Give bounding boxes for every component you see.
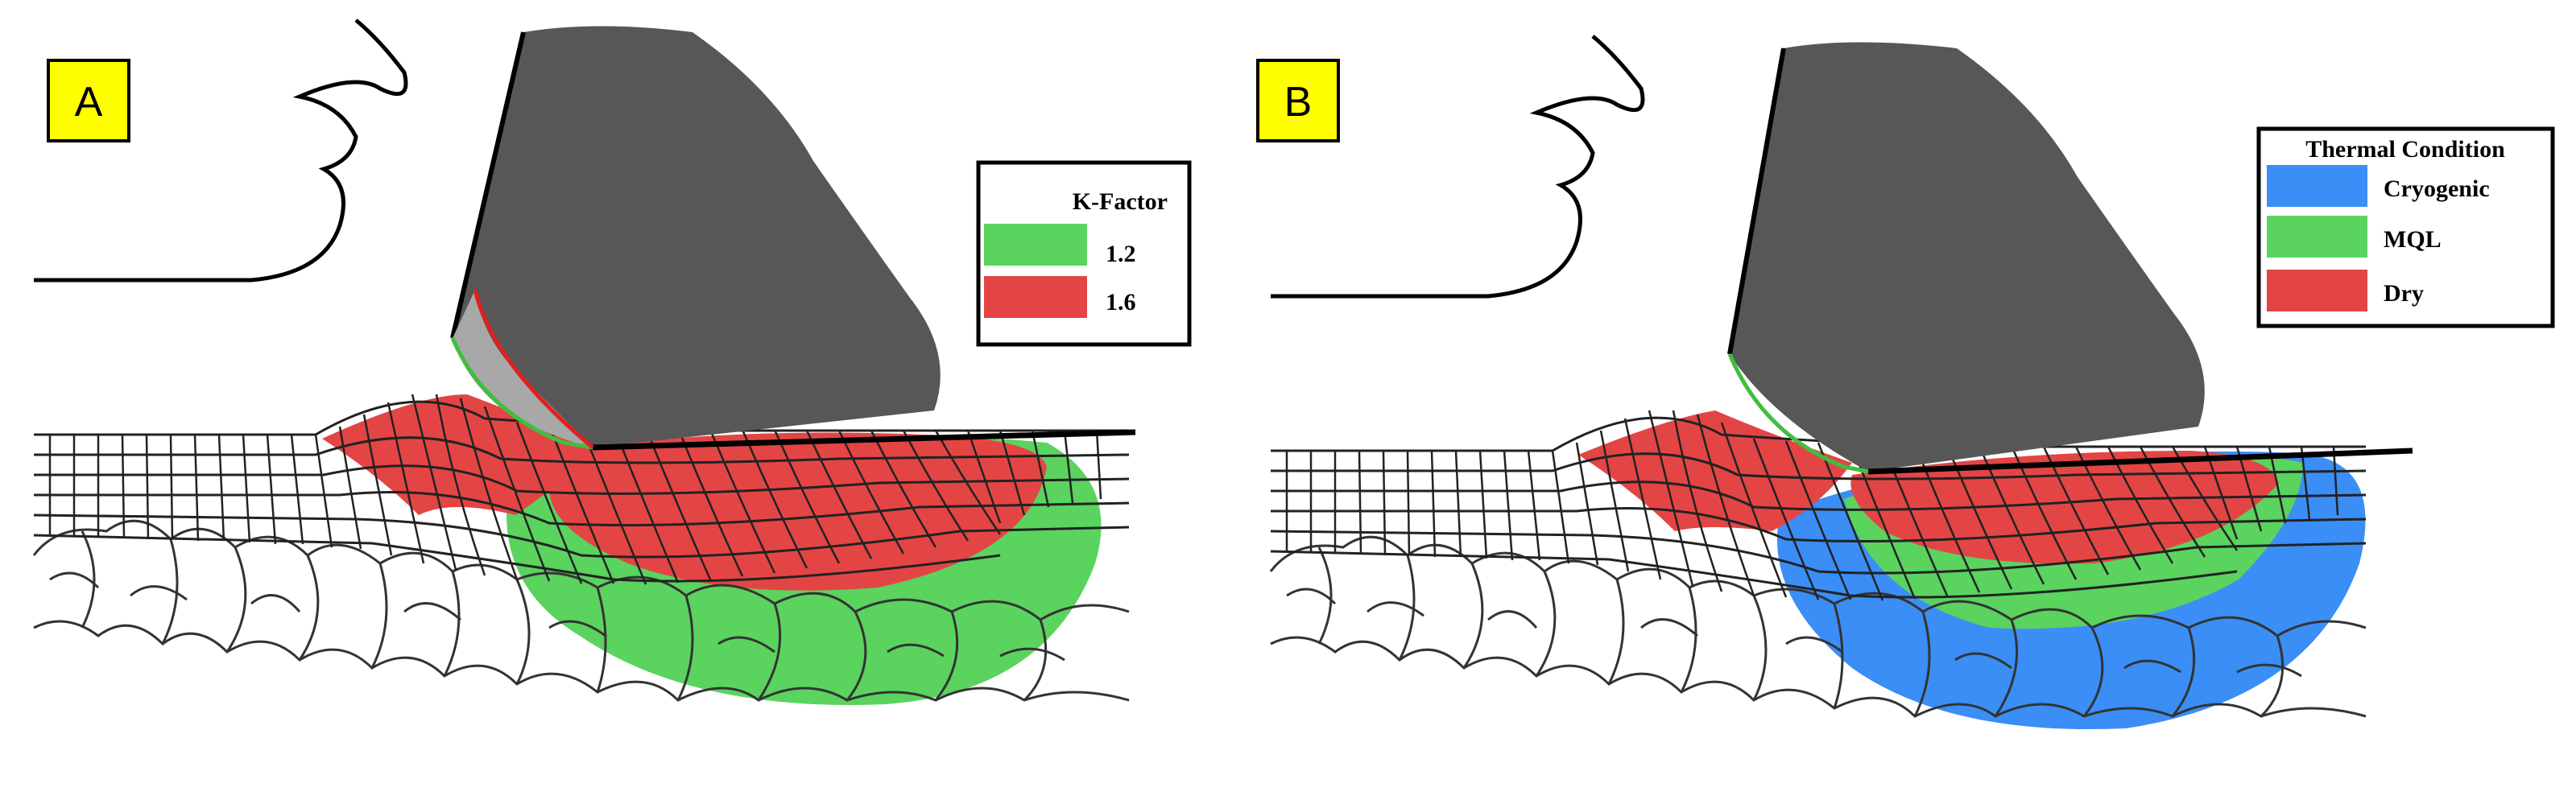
panel-label-box-a bbox=[47, 59, 130, 142]
panel-label-a: A bbox=[75, 79, 103, 126]
zone-1-6-red-primary bbox=[549, 432, 1047, 591]
tool-edge-green-b bbox=[1727, 353, 1869, 474]
legend-label-dry: Dry bbox=[2384, 280, 2424, 307]
tool-rake-edge bbox=[450, 31, 526, 339]
tool-edge-gray bbox=[453, 290, 593, 447]
tool-rake-edge-b bbox=[1727, 47, 1786, 355]
legend-swatch-1-2 bbox=[984, 224, 1087, 266]
legend-thermal-condition: Thermal Condition Cryogenic MQL Dry bbox=[2256, 126, 2555, 328]
tool-flank-line-b bbox=[1867, 447, 2413, 475]
legend-title-thermal-condition: Thermal Condition bbox=[2305, 136, 2505, 163]
legend-k-factor: K-Factor 1.2 1.6 bbox=[976, 160, 1192, 347]
legend-swatch-1-6 bbox=[984, 276, 1087, 318]
cutting-tool-b bbox=[1730, 42, 2205, 472]
legend-swatch-dry bbox=[2267, 270, 2367, 311]
legend-label-mql: MQL bbox=[2384, 226, 2442, 253]
cutting-tool bbox=[453, 26, 941, 447]
legend-swatch-cryogenic bbox=[2267, 165, 2367, 207]
tool-edge-red bbox=[473, 289, 594, 449]
tool-edge-green bbox=[450, 337, 593, 450]
legend-swatch-mql bbox=[2267, 216, 2367, 258]
legend-label-1-6: 1.6 bbox=[1106, 289, 1136, 316]
legend-title-k-factor: K-Factor bbox=[1073, 188, 1168, 215]
panel-a: A K-Factor 1.2 1.6 bbox=[34, 20, 1192, 705]
panel-b: B Thermal Condition Cryogenic MQL Dry bbox=[1256, 36, 2555, 730]
zone-dry-red-secondary bbox=[1578, 410, 1852, 531]
tool-flank-line bbox=[592, 429, 1136, 451]
legend-label-1-2: 1.2 bbox=[1106, 241, 1136, 267]
panel-label-box-b bbox=[1256, 59, 1340, 142]
panel-label-b: B bbox=[1284, 79, 1313, 126]
legend-label-cryogenic: Cryogenic bbox=[2384, 175, 2490, 202]
